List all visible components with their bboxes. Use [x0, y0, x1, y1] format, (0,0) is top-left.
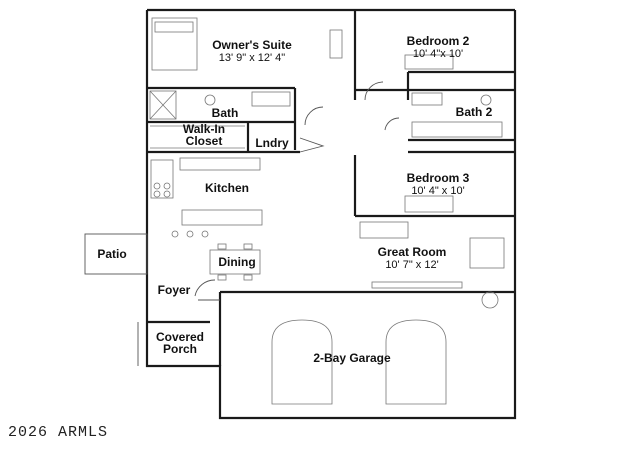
interior-walls	[147, 10, 515, 366]
bedroom3-dims: 10' 4" x 10'	[411, 185, 464, 197]
laundry-label: Lndry	[255, 136, 289, 150]
owners-suite-dims: 13' 9" x 12' 4"	[219, 52, 286, 64]
covered-porch-label-line1: Covered	[156, 330, 204, 344]
dining-label: Dining	[218, 255, 255, 269]
great-room-dims: 10' 7" x 12'	[385, 259, 438, 271]
bath-label: Bath	[212, 106, 239, 120]
covered-porch-label-line2: Porch	[163, 342, 197, 356]
owners-suite-label: Owner's Suite	[212, 38, 292, 52]
walkin-closet-label-line2: Closet	[186, 134, 223, 148]
copyright-text: 2026 ARMLS	[8, 424, 108, 441]
kitchen-label: Kitchen	[205, 181, 249, 195]
fixtures	[149, 17, 505, 405]
bedroom2-dims: 10' 4"x 10'	[413, 48, 463, 60]
bath2-label: Bath 2	[456, 105, 493, 119]
patio-label: Patio	[97, 247, 126, 261]
door-swings	[194, 81, 400, 301]
exterior-walls	[145, 8, 517, 420]
garage-label: 2-Bay Garage	[313, 351, 391, 365]
patio-slab	[84, 233, 148, 275]
foyer-label: Foyer	[158, 283, 191, 297]
walkin-closet-label-line1: Walk-In	[183, 122, 225, 136]
bedroom2-label: Bedroom 2	[407, 34, 470, 48]
bedroom3-label: Bedroom 3	[407, 171, 470, 185]
great-room-label: Great Room	[378, 245, 447, 259]
